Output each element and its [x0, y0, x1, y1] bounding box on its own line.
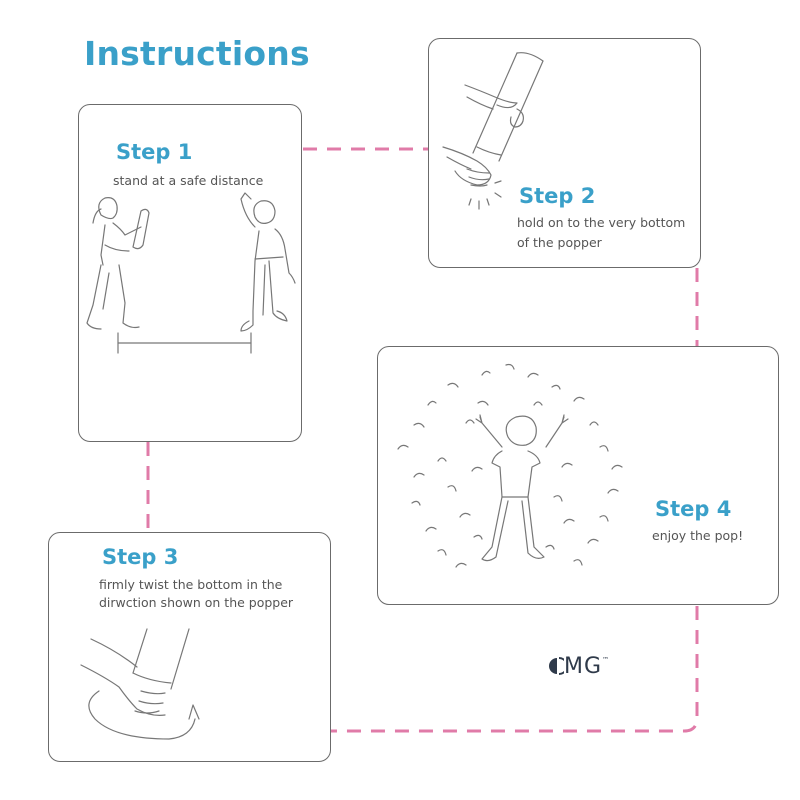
- step-1-card: Step 1 stand at a safe distance: [78, 104, 302, 442]
- step-3-text-line-2: dirwction shown on the popper: [99, 595, 294, 610]
- step-3-card: Step 3 firmly twist the bottom in the di…: [48, 532, 331, 762]
- two-people-distance-illustration: [86, 192, 296, 354]
- step-2-text-line-1: hold on to the very bottom: [517, 215, 686, 230]
- step-3-label: Step 3: [102, 545, 179, 569]
- step-2-text-line-2: of the popper: [517, 235, 602, 250]
- step-2-label: Step 2: [519, 184, 596, 208]
- step-4-card: Step 4 enjoy the pop!: [377, 346, 779, 605]
- step-4-label: Step 4: [655, 497, 732, 521]
- hands-holding-popper-illustration: [442, 52, 544, 210]
- step-4-text: enjoy the pop!: [652, 528, 744, 543]
- step-1-label: Step 1: [116, 140, 193, 164]
- brand-logo: MG™: [548, 654, 610, 679]
- hand-twisting-popper-illustration: [80, 628, 200, 740]
- page-title: Instructions: [84, 34, 310, 73]
- half-circle-logo-icon: [549, 657, 568, 675]
- person-confetti-illustration: [397, 363, 623, 568]
- step-3-text-line-1: firmly twist the bottom in the: [99, 577, 283, 592]
- logo-text: MG: [564, 654, 603, 679]
- trademark: ™: [602, 656, 611, 664]
- step-2-card: Step 2 hold on to the very bottom of the…: [428, 38, 701, 268]
- step-1-text: stand at a safe distance: [113, 173, 264, 188]
